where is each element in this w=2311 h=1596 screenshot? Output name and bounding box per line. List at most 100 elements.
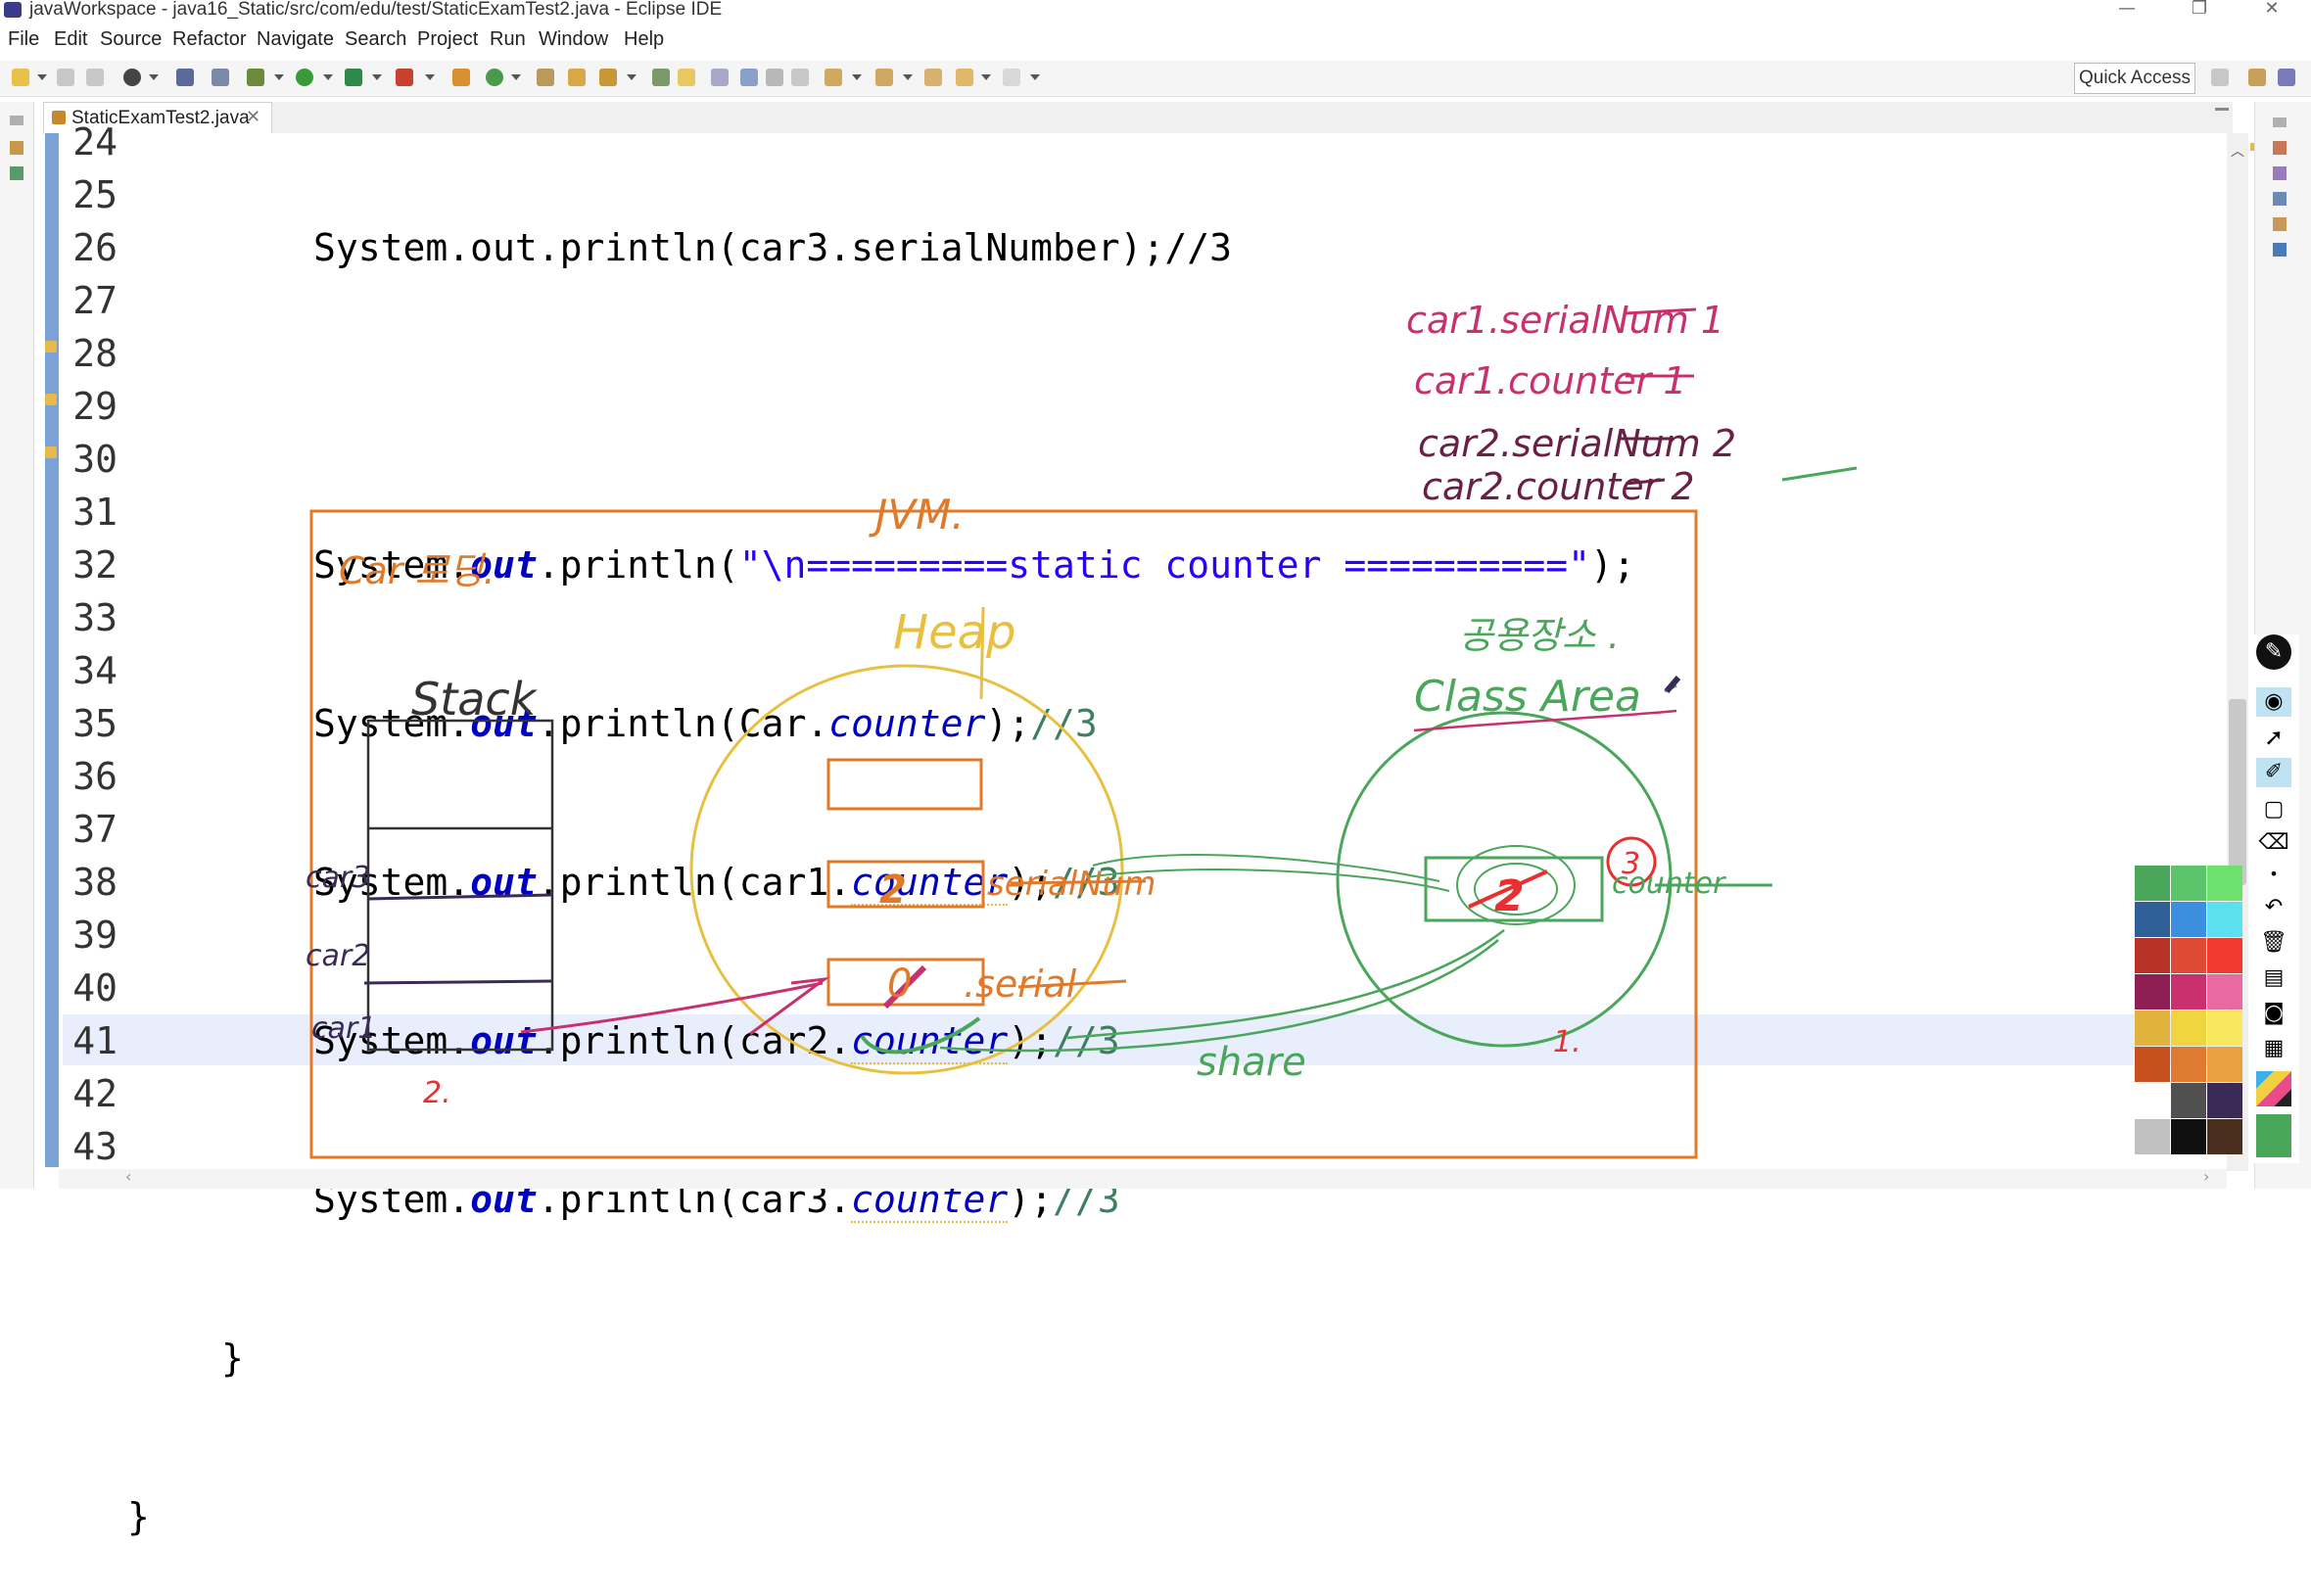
open-type-icon[interactable] xyxy=(537,69,554,86)
type-hierarchy-icon[interactable] xyxy=(10,166,24,180)
javadoc-icon[interactable] xyxy=(2273,217,2287,231)
color-swatch[interactable] xyxy=(2135,1119,2170,1154)
chevron-down-icon[interactable] xyxy=(903,74,913,80)
java-perspective-icon[interactable] xyxy=(2278,69,2295,86)
color-swatch[interactable] xyxy=(2135,938,2170,973)
color-swatch[interactable] xyxy=(2207,1010,2242,1046)
highlighter-icon[interactable]: ✐ xyxy=(2256,758,2291,787)
warning-icon[interactable] xyxy=(45,394,57,405)
color-swatch[interactable] xyxy=(2135,866,2170,901)
menu-file[interactable]: File xyxy=(8,28,40,50)
color-swatch[interactable] xyxy=(2171,1119,2206,1154)
color-swatch[interactable] xyxy=(2207,866,2242,901)
terminal-icon[interactable] xyxy=(176,69,194,86)
chevron-down-icon[interactable] xyxy=(627,74,637,80)
new-class-icon[interactable] xyxy=(486,69,503,86)
skip-breakpoints-icon[interactable] xyxy=(212,69,229,86)
menu-project[interactable]: Project xyxy=(417,28,479,50)
minimize-view-icon[interactable] xyxy=(2215,108,2229,111)
save-all-icon[interactable] xyxy=(86,69,104,86)
restore-view-icon[interactable] xyxy=(2273,117,2287,127)
debug-profile-icon[interactable] xyxy=(123,69,141,86)
cursor-icon[interactable]: ➚ xyxy=(2263,724,2285,751)
console-icon[interactable] xyxy=(2273,243,2287,257)
pen-size-icon[interactable]: • xyxy=(2269,865,2279,883)
chevron-down-icon[interactable] xyxy=(372,74,382,80)
previous-annotation-icon[interactable] xyxy=(875,69,893,86)
open-perspective-icon[interactable] xyxy=(2211,69,2229,86)
debug-icon[interactable] xyxy=(247,69,264,86)
chevron-down-icon[interactable] xyxy=(425,74,435,80)
color-swatch[interactable] xyxy=(2207,1119,2242,1154)
scrollbar-thumb[interactable] xyxy=(2229,699,2246,885)
pilcrow-icon[interactable] xyxy=(791,69,809,86)
block-selection-icon[interactable] xyxy=(711,69,729,86)
undo-icon[interactable]: ↶ xyxy=(2264,895,2284,919)
run-icon[interactable] xyxy=(296,69,313,86)
menu-source[interactable]: Source xyxy=(100,28,163,50)
color-swatch[interactable] xyxy=(2135,1010,2170,1046)
package-explorer-icon[interactable] xyxy=(10,141,24,155)
color-swatch[interactable] xyxy=(2135,1083,2170,1118)
menu-run[interactable]: Run xyxy=(490,28,526,50)
toggle-breadcrumb-icon[interactable] xyxy=(652,69,670,86)
color-swatch[interactable] xyxy=(2171,1083,2206,1118)
menu-navigate[interactable]: Navigate xyxy=(257,28,334,50)
eraser-icon[interactable]: ⌫ xyxy=(2258,830,2289,855)
color-swatch[interactable] xyxy=(2207,974,2242,1009)
next-annotation-icon[interactable] xyxy=(825,69,842,86)
close-icon[interactable]: ✕ xyxy=(246,107,261,127)
task-list-icon[interactable] xyxy=(2273,166,2287,180)
color-swatch[interactable] xyxy=(2135,974,2170,1009)
color-picker-icon[interactable] xyxy=(2256,1071,2291,1106)
menu-help[interactable]: Help xyxy=(624,28,665,50)
color-swatch[interactable] xyxy=(2171,902,2206,937)
color-swatch[interactable] xyxy=(2171,974,2206,1009)
forward-icon[interactable] xyxy=(1003,69,1020,86)
scroll-right-icon[interactable]: › xyxy=(2203,1167,2210,1186)
color-swatch[interactable] xyxy=(2207,1047,2242,1082)
quick-access-input[interactable]: Quick Access xyxy=(2074,63,2195,94)
outline-icon[interactable] xyxy=(2273,141,2287,155)
coverage-icon[interactable] xyxy=(345,69,362,86)
menu-refactor[interactable]: Refactor xyxy=(172,28,247,50)
menu-window[interactable]: Window xyxy=(539,28,609,50)
whiteboard-icon[interactable]: ▤ xyxy=(2263,965,2285,990)
color-swatch[interactable] xyxy=(2135,902,2170,937)
scroll-left-icon[interactable]: ‹ xyxy=(125,1167,132,1186)
chevron-down-icon[interactable] xyxy=(37,74,47,80)
external-tools-icon[interactable] xyxy=(396,69,413,86)
eye-icon[interactable]: ◉ xyxy=(2256,687,2291,717)
trash-icon[interactable]: 🗑 xyxy=(2260,930,2287,955)
chevron-down-icon[interactable] xyxy=(274,74,284,80)
color-swatch[interactable] xyxy=(2207,938,2242,973)
open-task-icon[interactable] xyxy=(568,69,586,86)
scroll-up-icon[interactable]: ︿ xyxy=(2231,144,2244,160)
color-swatch[interactable] xyxy=(2171,1047,2206,1082)
color-swatch[interactable] xyxy=(2207,902,2242,937)
chevron-down-icon[interactable] xyxy=(323,74,333,80)
back-icon[interactable] xyxy=(956,69,973,86)
clipboard-icon[interactable]: ▦ xyxy=(2263,1036,2285,1060)
new-package-icon[interactable] xyxy=(452,69,470,86)
last-edit-icon[interactable] xyxy=(924,69,942,86)
java-ee-perspective-icon[interactable] xyxy=(2248,69,2266,86)
chevron-down-icon[interactable] xyxy=(852,74,862,80)
minimize-button[interactable]: — xyxy=(2118,0,2136,19)
restore-view-icon[interactable] xyxy=(10,116,24,125)
chevron-down-icon[interactable] xyxy=(1030,74,1040,80)
chevron-down-icon[interactable] xyxy=(511,74,521,80)
color-swatch[interactable] xyxy=(2171,938,2206,973)
save-icon[interactable] xyxy=(57,69,74,86)
warning-icon[interactable] xyxy=(45,446,57,458)
horizontal-scrollbar[interactable]: ‹ › xyxy=(59,1167,2227,1189)
close-button[interactable]: ✕ xyxy=(2264,0,2280,19)
menu-search[interactable]: Search xyxy=(345,28,407,50)
camera-icon[interactable]: ◙ xyxy=(2263,1001,2285,1025)
color-swatch[interactable] xyxy=(2135,1047,2170,1082)
color-swatch[interactable] xyxy=(2171,1010,2206,1046)
color-swatch[interactable] xyxy=(2171,866,2206,901)
menu-edit[interactable]: Edit xyxy=(54,28,88,50)
tab-staticexamtest2[interactable]: StaticExamTest2.java ✕ xyxy=(43,102,272,134)
restore-button[interactable]: ❐ xyxy=(2191,0,2208,19)
